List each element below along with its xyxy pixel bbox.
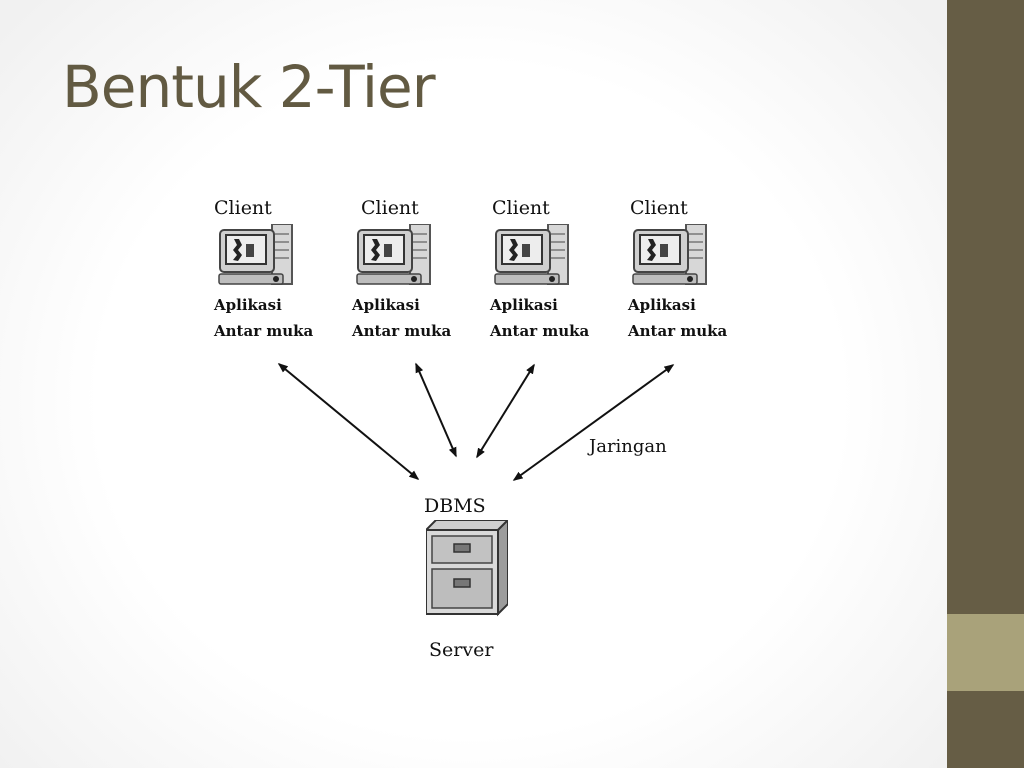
connection-client-1 — [277, 363, 420, 480]
computer-icon — [632, 224, 707, 285]
client-line1: Aplikasi — [213, 296, 282, 314]
client-line2: Antar muka — [489, 322, 589, 340]
network-label: Jaringan — [587, 436, 667, 457]
client-node-2: Client Aplikasi Antar muka — [351, 197, 451, 340]
dbms-label: DBMS — [424, 495, 486, 517]
client-line1: Aplikasi — [627, 296, 696, 314]
client-line2: Antar muka — [627, 322, 727, 340]
client-label: Client — [492, 197, 550, 219]
client-line2: Antar muka — [213, 322, 313, 340]
connection-client-3 — [476, 363, 535, 459]
computer-icon — [494, 224, 569, 285]
connection-client-2 — [415, 362, 457, 458]
client-node-4: Client Aplikasi Antar muka — [627, 197, 727, 340]
client-label: Client — [361, 197, 419, 219]
computer-icon — [356, 224, 431, 285]
slide-title: Bentuk 2-Tier — [62, 53, 436, 121]
client-label: Client — [214, 197, 272, 219]
server-label: Server — [429, 639, 494, 661]
client-line1: Aplikasi — [351, 296, 420, 314]
server-node: DBMS Server — [424, 495, 508, 661]
client-label: Client — [630, 197, 688, 219]
computer-icon — [218, 224, 293, 285]
client-line1: Aplikasi — [489, 296, 558, 314]
client-node-1: Client Aplikasi Antar muka — [213, 197, 313, 340]
connection-client-4 — [512, 364, 675, 481]
client-node-3: Client Aplikasi Antar muka — [489, 197, 589, 340]
file-cabinet-icon — [426, 520, 508, 615]
client-line2: Antar muka — [351, 322, 451, 340]
network-connections — [277, 362, 675, 481]
side-bar-accent — [947, 614, 1024, 691]
